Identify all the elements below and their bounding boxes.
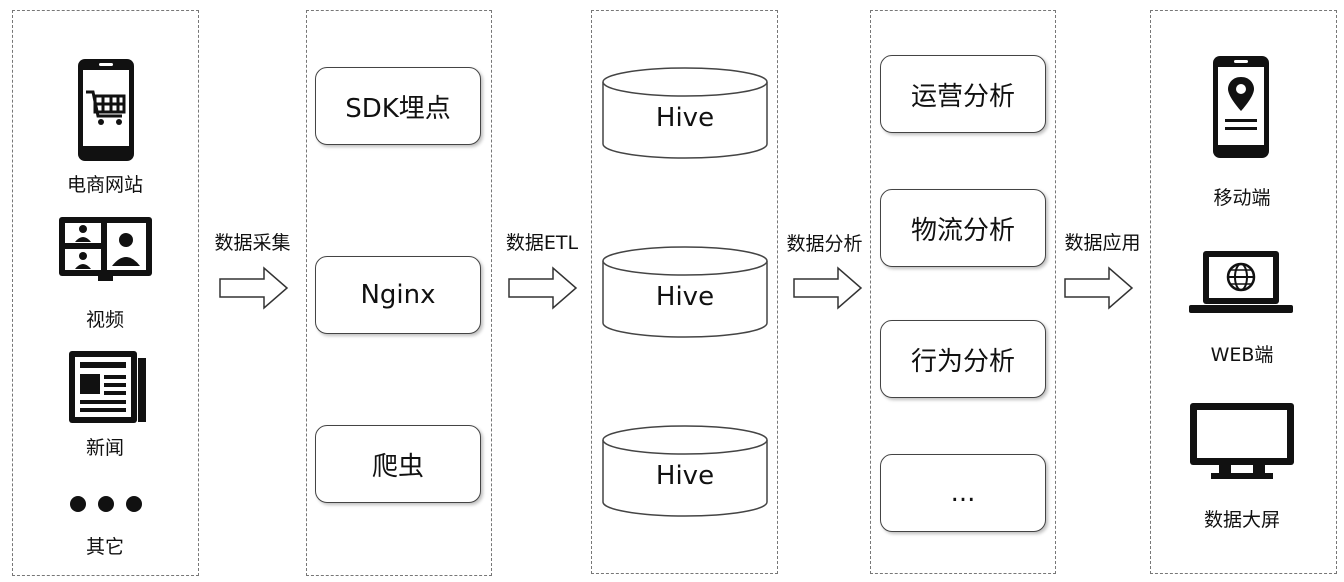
app-label-web: WEB端 bbox=[1210, 344, 1274, 366]
hive-label: Hive bbox=[655, 282, 715, 312]
arrow-icon bbox=[508, 266, 578, 310]
step-label-etl: 数据ETL bbox=[505, 232, 579, 254]
analysis-more-node: ... bbox=[880, 454, 1046, 532]
source-label-news: 新闻 bbox=[85, 437, 124, 459]
source-label-video: 视频 bbox=[85, 309, 124, 331]
analysis-operations-node: 运营分析 bbox=[880, 55, 1046, 133]
newspaper-icon bbox=[69, 351, 146, 423]
arrow-icon bbox=[793, 266, 863, 310]
ellipsis-icon bbox=[70, 496, 142, 512]
analysis-logistics-node: 物流分析 bbox=[880, 189, 1046, 267]
collector-sdk-node: SDK埋点 bbox=[315, 67, 481, 145]
video-conference-icon bbox=[59, 217, 152, 281]
shopping-cart-phone-icon bbox=[78, 59, 134, 161]
step-label-application: 数据应用 bbox=[1064, 232, 1141, 254]
arrow-icon bbox=[219, 266, 289, 310]
hive-storage-cylinder: Hive bbox=[601, 424, 769, 518]
apps-panel bbox=[1150, 10, 1337, 574]
source-label-other: 其它 bbox=[85, 536, 124, 558]
arrow-icon bbox=[1064, 266, 1134, 310]
hive-label: Hive bbox=[655, 103, 715, 133]
mobile-location-icon bbox=[1213, 56, 1269, 158]
collectors-panel bbox=[306, 10, 492, 576]
sources-panel bbox=[12, 10, 199, 576]
monitor-icon bbox=[1190, 403, 1294, 479]
laptop-globe-icon bbox=[1189, 251, 1293, 313]
hive-storage-cylinder: Hive bbox=[601, 245, 769, 339]
collector-crawler-node: 爬虫 bbox=[315, 425, 481, 503]
collector-nginx-node: Nginx bbox=[315, 256, 481, 334]
analysis-panel bbox=[870, 10, 1056, 574]
step-label-analysis: 数据分析 bbox=[786, 233, 863, 255]
app-label-big-screen: 数据大屏 bbox=[1203, 509, 1280, 531]
hive-storage-cylinder: Hive bbox=[601, 66, 769, 160]
hive-label: Hive bbox=[655, 461, 715, 491]
app-label-mobile: 移动端 bbox=[1213, 187, 1271, 209]
step-label-collect: 数据采集 bbox=[214, 232, 291, 254]
storage-panel bbox=[591, 10, 778, 574]
source-label-ecommerce: 电商网站 bbox=[66, 174, 143, 196]
analysis-behavior-node: 行为分析 bbox=[880, 320, 1046, 398]
